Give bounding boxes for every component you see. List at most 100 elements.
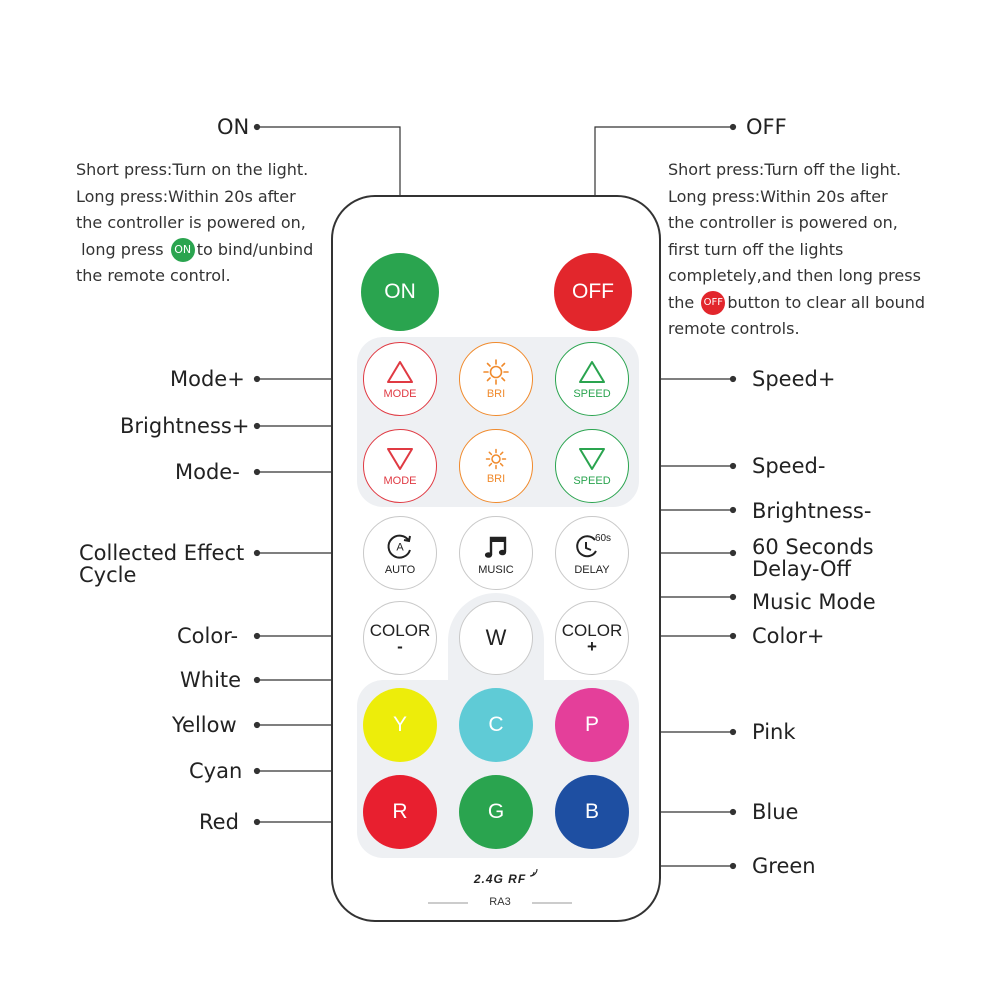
green-label: Green <box>752 854 816 878</box>
speed-up-button[interactable]: SPEED <box>555 342 629 416</box>
color-plus-label: Color+ <box>752 624 825 648</box>
speed-plus-label: Speed+ <box>752 367 836 391</box>
white-label: White <box>180 668 242 692</box>
delay-button[interactable]: 60s DELAY <box>555 516 629 590</box>
auto-cycle-icon: A <box>387 534 411 559</box>
collected-effect-line2: Cycle <box>79 563 137 587</box>
on-desc-line4-pre: long press <box>81 239 164 259</box>
speed-up-label: SPEED <box>573 387 611 400</box>
color-minus-text: COLOR <box>369 621 431 640</box>
delay-label: DELAY <box>574 563 610 576</box>
color-plus-button[interactable]: COLOR + <box>555 601 629 675</box>
triangle-up-icon <box>387 360 413 383</box>
on-desc-line5: the remote control. <box>76 266 231 285</box>
auto-label: AUTO <box>384 563 416 576</box>
triangle-up-icon <box>579 360 605 383</box>
mode-up-label: MODE <box>383 387 417 400</box>
red-button-label: R <box>392 800 408 823</box>
minus-sign: - <box>397 637 403 656</box>
pink-label: Pink <box>752 720 796 744</box>
yellow-button-label: Y <box>392 713 407 736</box>
speed-minus-label: Speed- <box>752 454 826 478</box>
off-mini-icon: OFF <box>701 291 726 315</box>
blue-button-label: B <box>584 800 599 823</box>
auto-button[interactable]: A AUTO <box>363 516 437 590</box>
off-desc-line6-post: button to clear all bound <box>727 292 926 312</box>
model-label: RA3 <box>489 896 511 908</box>
speed-down-button[interactable]: SPEED <box>555 429 629 503</box>
delay-off-line2: Delay-Off <box>752 557 852 581</box>
off-desc-line2: Long press:Within 20s after <box>668 186 888 206</box>
cyan-label: Cyan <box>189 759 243 783</box>
mode-down-button[interactable]: MODE <box>363 429 437 503</box>
on-label: ON <box>217 115 250 139</box>
on-button-label: ON <box>384 280 416 303</box>
yellow-label: Yellow <box>172 713 237 737</box>
speed-down-label: SPEED <box>573 474 611 487</box>
red-button[interactable]: R <box>363 775 437 849</box>
music-note-icon <box>484 536 507 558</box>
color-minus-button[interactable]: COLOR - <box>363 601 437 675</box>
signal-icon <box>529 868 538 877</box>
red-label: Red <box>199 810 239 834</box>
on-description: Short press:Turn on the light. Long pres… <box>76 157 313 290</box>
model-divider <box>428 902 572 904</box>
brightness-down-button[interactable]: BRI <box>459 429 533 503</box>
brightness-down-label: BRI <box>486 472 506 485</box>
svg-text:60s: 60s <box>595 533 611 544</box>
white-button-label: W <box>485 625 507 650</box>
sun-small-icon <box>485 448 507 469</box>
triangle-down-icon <box>579 447 605 470</box>
on-desc-line1: Short press:Turn on the light. <box>76 160 309 179</box>
off-desc-line4: first turn off the lights <box>668 239 844 259</box>
plus-sign: + <box>587 637 597 656</box>
on-desc-line4-post: to bind/unbind <box>196 239 314 259</box>
music-mode-label: Music Mode <box>752 590 876 614</box>
off-desc-line5: completely,and then long press <box>668 266 921 285</box>
mode-plus-label: Mode+ <box>170 367 245 391</box>
triangle-down-icon <box>387 447 413 470</box>
brand-label: 2.4G RF <box>460 872 540 886</box>
off-desc-line7: remote controls. <box>668 319 800 338</box>
off-desc-line6-pre: the <box>668 292 695 312</box>
delay-off-label: 60 Seconds Delay-Off <box>752 536 874 580</box>
music-label: MUSIC <box>478 563 514 576</box>
brightness-minus-label: Brightness- <box>752 499 872 523</box>
pink-button-label: P <box>584 713 599 736</box>
color-minus-label: Color- <box>177 624 239 648</box>
off-desc-line3: the controller is powered on, <box>668 213 898 232</box>
cyan-button-label: C <box>488 713 504 736</box>
on-desc-line2: Long press:Within 20s after <box>76 186 296 206</box>
yellow-button[interactable]: Y <box>363 688 437 762</box>
collected-effect-line1: Collected Effect <box>79 541 245 565</box>
color-plus-text: COLOR <box>561 621 623 640</box>
on-desc-line3: the controller is powered on, <box>76 213 306 232</box>
pink-button[interactable]: P <box>555 688 629 762</box>
brightness-up-button[interactable]: BRI <box>459 342 533 416</box>
svg-text:A: A <box>396 541 404 553</box>
brightness-up-label: BRI <box>486 387 506 400</box>
green-button[interactable]: G <box>459 775 533 849</box>
sun-large-icon <box>483 358 509 385</box>
white-button[interactable]: W <box>459 601 533 675</box>
mode-down-label: MODE <box>383 474 417 487</box>
music-button[interactable]: MUSIC <box>459 516 533 590</box>
timer-icon: 60s <box>576 533 611 557</box>
mode-up-button[interactable]: MODE <box>363 342 437 416</box>
on-button[interactable]: ON <box>361 253 439 331</box>
on-mini-icon: ON <box>170 238 195 262</box>
cyan-button[interactable]: C <box>459 688 533 762</box>
delay-off-line1: 60 Seconds <box>752 535 874 559</box>
off-button-label: OFF <box>572 280 614 303</box>
blue-button[interactable]: B <box>555 775 629 849</box>
brightness-plus-label: Brightness+ <box>120 414 250 438</box>
mode-minus-label: Mode- <box>175 460 240 484</box>
off-button[interactable]: OFF <box>554 253 632 331</box>
blue-label: Blue <box>752 800 799 824</box>
off-label: OFF <box>746 115 787 139</box>
collected-effect-label: Collected Effect Cycle <box>79 542 244 586</box>
off-description: Short press:Turn off the light. Long pre… <box>668 157 925 343</box>
